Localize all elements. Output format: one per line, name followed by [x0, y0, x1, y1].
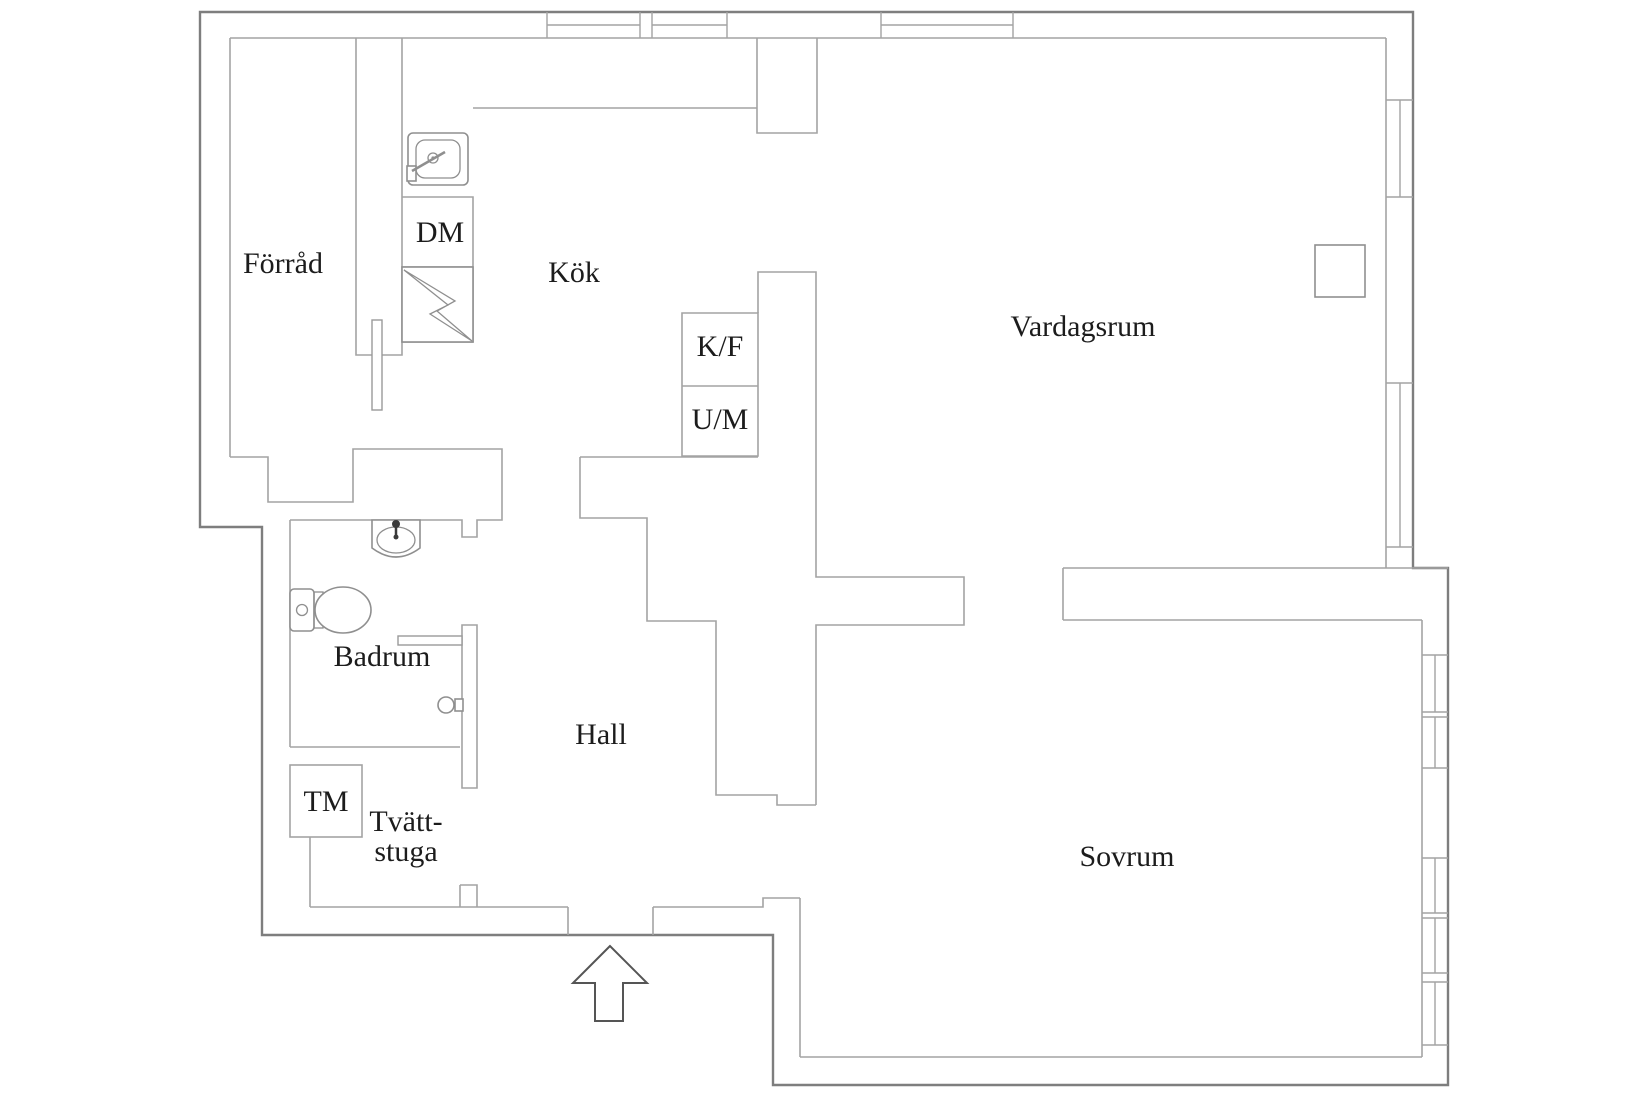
windows: [546, 12, 1448, 1046]
room-label-forrad: Förråd: [243, 247, 323, 280]
storage-door-leaf: [371, 319, 383, 411]
kitchen-sink-icon: [406, 132, 469, 186]
bathroom-sink-icon: [371, 519, 421, 558]
appliance-label-washing-machine: TM: [304, 785, 349, 818]
entrance-arrow-icon: [570, 944, 650, 1022]
washing-machine-box: [289, 764, 363, 838]
doors: [371, 319, 463, 646]
room-label-kok: Kök: [548, 256, 600, 289]
room-label-sovrum: Sovrum: [1079, 840, 1174, 873]
room-label-tvattstuga-line2: stuga: [374, 835, 437, 868]
wall-niche-square: [1314, 244, 1366, 298]
room-label-badrum: Badrum: [334, 640, 431, 673]
appliance-label-fridge-freezer: K/F: [697, 330, 744, 363]
stove-icon: [401, 266, 474, 343]
exterior-wall-inner-lines: [229, 37, 1423, 1058]
room-label-hall: Hall: [575, 718, 627, 751]
appliance-label-dishwasher: DM: [416, 216, 464, 249]
toilet-icon: [289, 586, 372, 634]
appliance-label-oven-microwave: U/M: [692, 403, 749, 436]
shower-mixer-icon: [437, 696, 464, 714]
room-label-vardagsrum: Vardagsrum: [1011, 310, 1156, 343]
room-label-tvattstuga-line1: Tvätt-: [369, 805, 442, 838]
bathroom-door-leaf: [397, 635, 463, 646]
